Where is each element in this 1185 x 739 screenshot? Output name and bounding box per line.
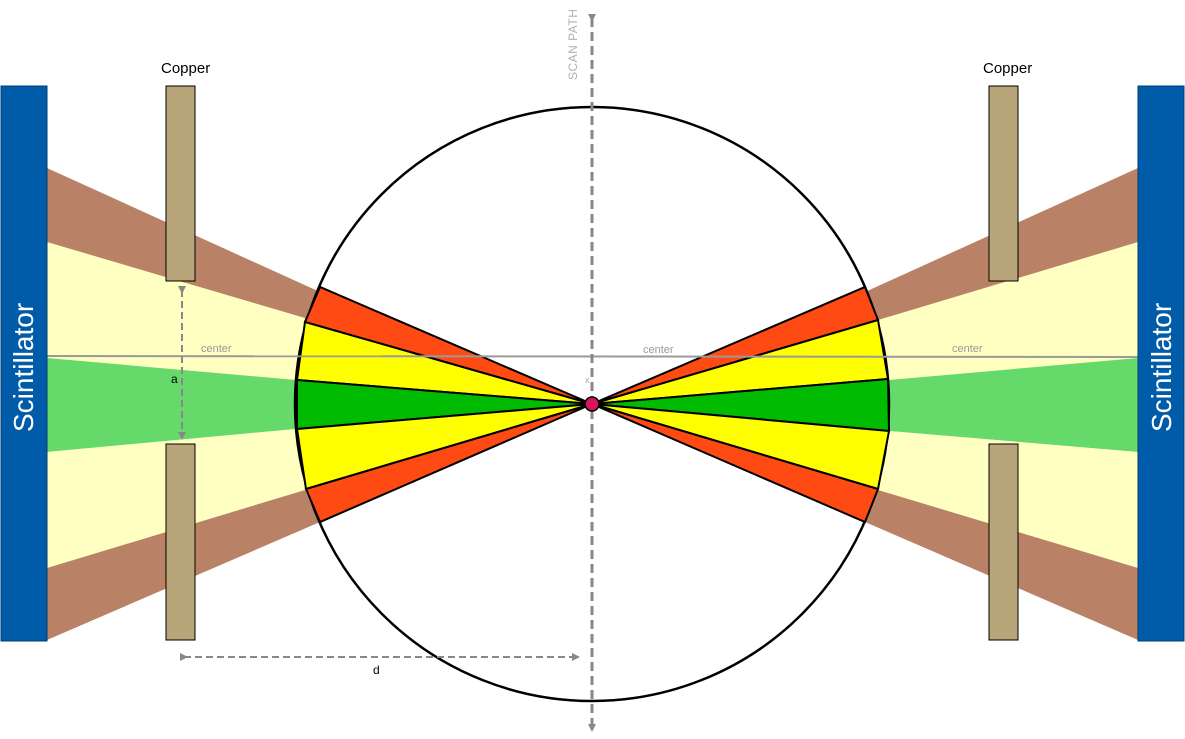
dimension-d-label: d <box>373 663 380 677</box>
center-label-right: center <box>952 343 983 355</box>
right-inner-beam-top <box>878 242 1138 380</box>
dimension-a-label: a <box>171 372 178 386</box>
source-point <box>584 396 600 412</box>
scintillator-right-label: Scintillator <box>1146 303 1177 432</box>
scintillator-right <box>1137 85 1185 642</box>
left-fan-outer-bottom <box>304 403 593 524</box>
copper-left-bottom <box>165 443 196 641</box>
copper-left-label: Copper <box>161 60 210 77</box>
source-marker-label: x <box>585 375 590 385</box>
scintillator-left <box>0 85 48 642</box>
scan-path-label: SCAN PATH <box>566 9 580 80</box>
copper-right-top <box>988 85 1019 282</box>
left-central-beam <box>47 358 296 452</box>
copper-right-bottom <box>988 443 1019 641</box>
left-inner-beam-top <box>47 242 305 380</box>
copper-right-label: Copper <box>983 60 1032 77</box>
right-central-beam <box>889 358 1138 452</box>
scintillator-left-label: Scintillator <box>8 303 39 432</box>
right-fan-outer-bottom <box>591 403 880 524</box>
center-label-middle: center <box>643 344 674 356</box>
copper-left-top <box>165 85 196 282</box>
center-label-left: center <box>201 343 232 355</box>
